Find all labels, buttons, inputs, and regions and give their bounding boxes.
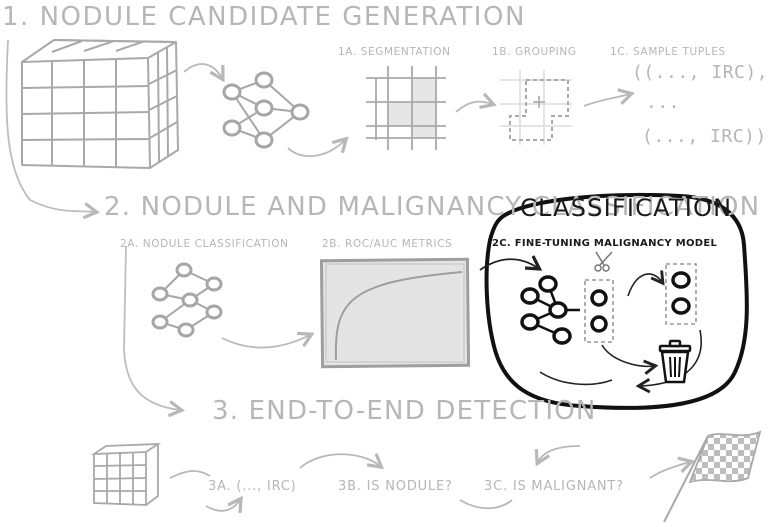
scissors-icon <box>594 251 613 272</box>
section3-title: 3. END-TO-END DETECTION <box>212 396 597 426</box>
checkered-flag-icon <box>663 430 762 523</box>
fine-tuning-label: 2C. FINE-TUNING MALIGNANCY MODEL <box>492 238 718 249</box>
sample-tuples-label: 1C. SAMPLE TUPLES <box>610 46 726 58</box>
tuple-line-1: ((..., IRC), <box>632 62 768 83</box>
frozen-layer-box <box>584 279 614 343</box>
roc-chart-icon <box>319 257 471 369</box>
ct-cube-small-icon <box>90 442 162 506</box>
is-nodule-label: 3B. IS NODULE? <box>338 479 453 494</box>
segmentation-label: 1A. SEGMENTATION <box>338 46 451 58</box>
irc-label: 3A. (..., IRC) <box>208 479 297 494</box>
grouping-label: 1B. GROUPING <box>492 46 577 58</box>
ct-cube-icon <box>21 39 179 169</box>
tuple-line-2: ... <box>646 92 681 113</box>
is-malignant-label: 3C. IS MALIGNANT? <box>484 479 624 494</box>
dark-neural-net-icon <box>520 275 580 345</box>
nodule-classification-label: 2A. NODULE CLASSIFICATION <box>120 238 289 250</box>
grouping-icon <box>500 70 572 145</box>
section1-title: 1. NODULE CANDIDATE GENERATION <box>2 2 526 32</box>
roc-auc-label: 2B. ROC/AUC METRICS <box>322 238 453 250</box>
section2-title: 2. NODULE AND MALIGNANCY CLASSIFICATION <box>104 192 761 222</box>
neural-net-icon <box>222 71 310 149</box>
tuple-line-3: (..., IRC)) <box>642 126 767 147</box>
neural-net-icon <box>151 262 223 338</box>
segmentation-grid-icon <box>366 66 446 150</box>
trash-icon <box>658 339 692 384</box>
new-layer-box <box>665 263 697 325</box>
section2-title-highlight: CLASSIFICATION <box>520 194 733 222</box>
